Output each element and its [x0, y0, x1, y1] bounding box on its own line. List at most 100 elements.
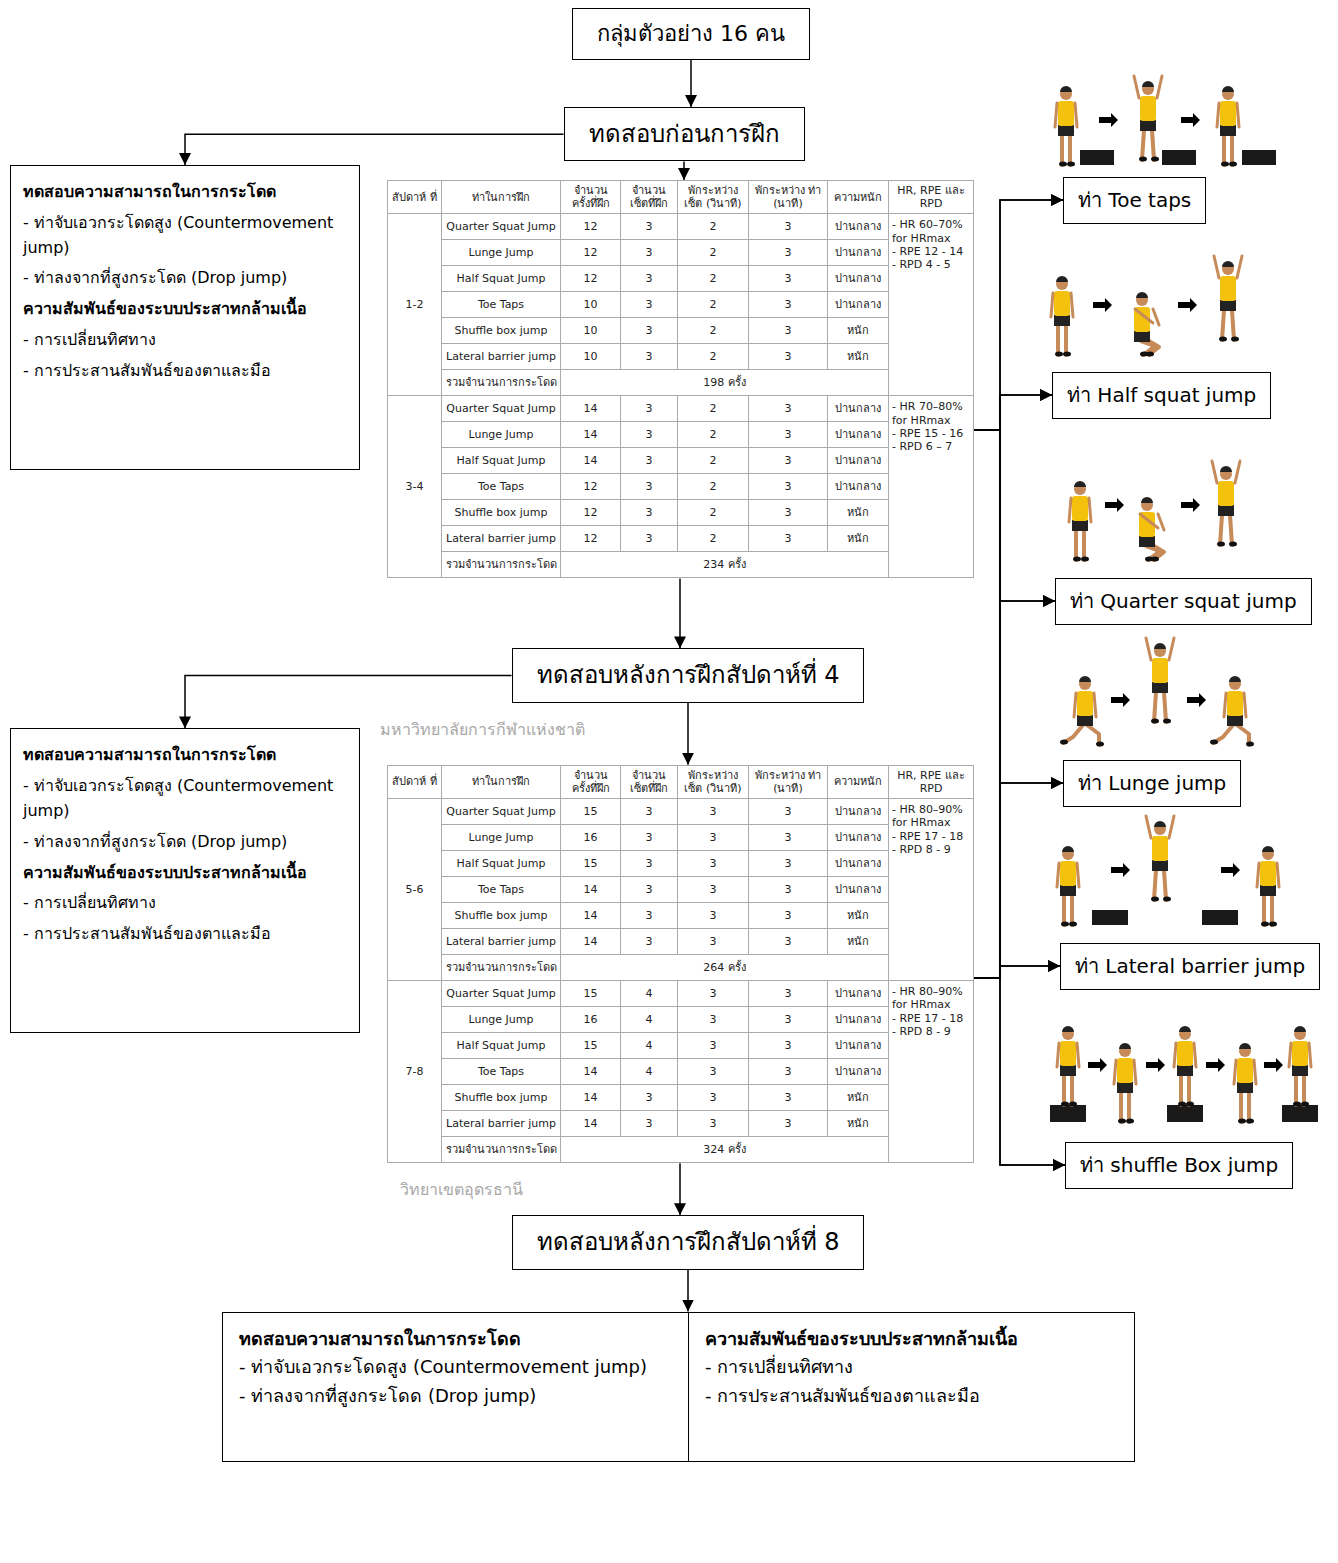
cell-text: 14 [564, 1091, 617, 1104]
table-row: Lateral barrier jump10323หนัก [388, 344, 974, 370]
table-cell: 1-2 [388, 214, 442, 396]
cell-text: ปานกลาง [831, 402, 885, 415]
cell-text: 3 [752, 350, 824, 363]
cell-text: Lateral barrier jump [445, 532, 557, 545]
section-heading: ความสัมพันธ์ของระบบประสาทกล้ามเนื้อ [23, 861, 347, 886]
table-cell: 2 [678, 240, 749, 266]
cell-text: Toe Taps [445, 480, 557, 493]
table-row: Lateral barrier jump12323หนัก [388, 526, 974, 552]
table-cell: ปานกลาง [828, 396, 889, 422]
table-cell: 12 [561, 500, 621, 526]
cell-text: 3 [681, 1091, 745, 1104]
cell-text: Quarter Squat Jump [445, 220, 557, 233]
test-box: ทดสอบก่อนการฝึก [564, 107, 805, 161]
table-cell: 14 [561, 1111, 621, 1137]
table-cell: 4 [621, 1033, 678, 1059]
table-cell: หนัก [828, 1111, 889, 1137]
cell-text: 3 [752, 506, 824, 519]
cell-text: Lateral barrier jump [445, 935, 557, 948]
flow-arrow [973, 601, 1055, 978]
table-cell: Shuffle box jump [442, 318, 561, 344]
table-cell: Half Squat Jump [442, 448, 561, 474]
cell-text: 3 [624, 350, 674, 363]
cell-text: 3 [624, 857, 674, 870]
table-cell: Lunge Jump [442, 825, 561, 851]
table-cell: 14 [561, 877, 621, 903]
exercise-label: ท่า shuffle Box jump [1065, 1142, 1293, 1189]
table-cell: จำนวน เซ็ตที่ฝึก [621, 181, 678, 214]
table-cell: 3 [749, 448, 828, 474]
table-cell: Half Squat Jump [442, 851, 561, 877]
table-cell: - HR 70–80% for HRmax- RPE 15 - 16- RPD … [889, 396, 974, 578]
plyo-box [1092, 910, 1128, 925]
cell-text: 4 [624, 1039, 674, 1052]
cell-text: 3 [681, 935, 745, 948]
table-cell: ปานกลาง [828, 1007, 889, 1033]
table-cell: 4 [621, 1007, 678, 1033]
table-cell: 3 [749, 851, 828, 877]
cell-text: 3 [752, 454, 824, 467]
cell-text: 2 [681, 480, 745, 493]
step-arrow [1206, 1058, 1225, 1072]
table-cell: ปานกลาง [828, 214, 889, 240]
test-list-box: ทดสอบความสามารถในการกระโดด- ท่าจับเอวกระ… [10, 165, 360, 470]
athlete-figure [1057, 846, 1079, 927]
table-cell: Lateral barrier jump [442, 1111, 561, 1137]
table-cell: 4 [621, 981, 678, 1007]
table-cell: หนัก [828, 929, 889, 955]
cell-text: 3 [624, 506, 674, 519]
cell-text: 14 [564, 428, 617, 441]
cell-text: 3 [624, 1117, 674, 1130]
table-cell: 3-4 [388, 396, 442, 578]
athlete-figure [1146, 638, 1174, 724]
table-row: Half Squat Jump12323ปานกลาง [388, 266, 974, 292]
flow-arrow [683, 161, 685, 180]
node-text: - การเปลี่ยนทิศทาง [23, 328, 347, 353]
node-text: - ท่าลงจากที่สูงกระโดด (Drop jump) [23, 266, 347, 291]
table-cell: Quarter Squat Jump [442, 799, 561, 825]
node-text: ทดสอบหลังการฝึกสัปดาห์ที่ 4 [537, 659, 840, 691]
step-arrow [1221, 863, 1240, 877]
table-cell: 2 [678, 448, 749, 474]
cell-text: - RPD 4 - 5 [892, 258, 970, 271]
athlete-figure [1139, 497, 1164, 562]
cell-text: ปานกลาง [831, 428, 885, 441]
cell-text: 2 [681, 532, 745, 545]
cell-text: ปานกลาง [831, 246, 885, 259]
cell-text: 7-8 [391, 1065, 438, 1078]
step-arrow [1178, 298, 1197, 312]
cell-text: 10 [564, 324, 617, 337]
table-cell: รวมจำนวนการกระโดด [442, 1137, 561, 1163]
step-arrow [1181, 498, 1200, 512]
node-text: ท่า Lunge jump [1078, 770, 1226, 797]
training-table: สัปดาห์ ที่ท่าในการฝึกจำนวน ครั้งที่ฝึกจ… [387, 765, 973, 1163]
step-arrow [1264, 1058, 1283, 1072]
flow-arrow [690, 60, 692, 107]
table-cell: ปานกลาง [828, 422, 889, 448]
cell-text: 12 [564, 272, 617, 285]
table-cell: Quarter Squat Jump [442, 214, 561, 240]
cell-text: 3 [624, 272, 674, 285]
table-cell: ความหนัก [828, 181, 889, 214]
cell-text: 2 [681, 454, 745, 467]
node-text: ท่า Lateral barrier jump [1075, 953, 1305, 980]
table-cell: ปานกลาง [828, 1059, 889, 1085]
cell-text: 4 [624, 1065, 674, 1078]
node-text: กลุ่มตัวอย่าง 16 คน [597, 19, 785, 49]
table-cell: Lateral barrier jump [442, 929, 561, 955]
section-heading: ทดสอบความสามารถในการกระโดด [239, 1325, 672, 1354]
table-cell: Toe Taps [442, 292, 561, 318]
cell-text: หนัก [831, 350, 885, 363]
table-row: รวมจำนวนการกระโดด324 ครั้ง [388, 1137, 974, 1163]
table-row: Half Squat Jump15433ปานกลาง [388, 1033, 974, 1059]
cell-text: 12 [564, 220, 617, 233]
cell-text: ปานกลาง [831, 831, 885, 844]
node-text: - ท่าลงจากที่สูงกระโดด (Drop jump) [23, 830, 347, 855]
table-cell: 3 [749, 877, 828, 903]
table-cell: 3 [621, 851, 678, 877]
cell-text: Half Squat Jump [445, 857, 557, 870]
table-cell: 3 [749, 903, 828, 929]
table-cell: 3 [621, 448, 678, 474]
cell-text: หนัก [831, 935, 885, 948]
cell-text: 3 [624, 805, 674, 818]
